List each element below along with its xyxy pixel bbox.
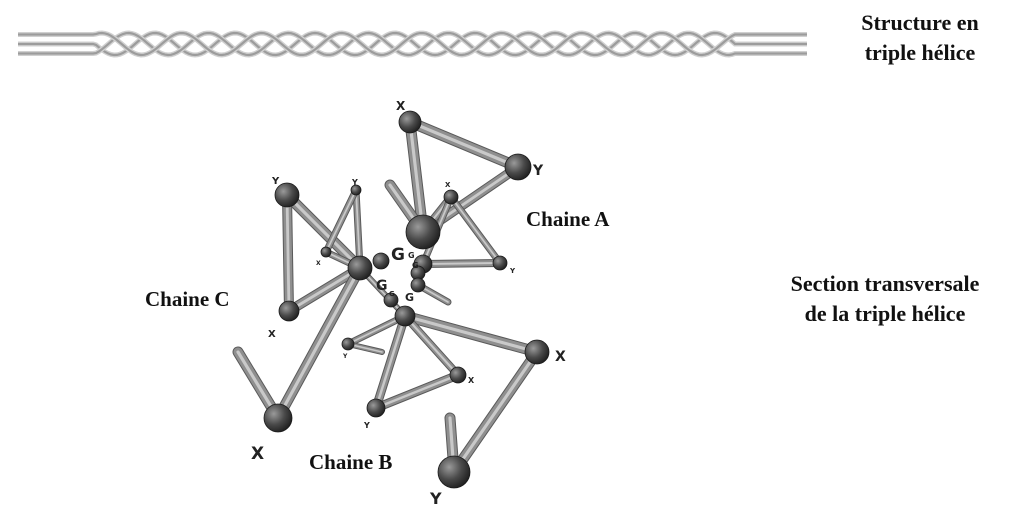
residue-y-label: Y <box>532 163 544 179</box>
residue-x-label: X <box>468 376 475 385</box>
helix-caption-line1: Structure en <box>861 10 979 35</box>
residue-x-label: X <box>268 329 276 340</box>
cross-section-bonds <box>232 116 543 478</box>
residue-y-label: Y <box>342 353 348 360</box>
residue-y-label: Y <box>351 178 358 187</box>
cross-section-atoms <box>263 110 550 489</box>
residue-x-label: X <box>316 260 321 267</box>
bond-rod <box>325 189 357 253</box>
atom-sphere <box>274 182 300 208</box>
atom-sphere <box>347 255 373 281</box>
atom-sphere <box>398 110 422 134</box>
bond-rod <box>421 261 502 266</box>
bond-rod <box>287 266 362 313</box>
bond-rod <box>347 315 406 345</box>
atom-sphere <box>383 292 399 308</box>
atom-sphere <box>366 398 386 418</box>
chain-c-label: Chaine C <box>145 287 230 311</box>
residue-g-label: G <box>376 278 388 294</box>
atom-sphere <box>278 300 300 322</box>
section-caption-line2: de la triple hélice <box>804 301 966 326</box>
atom-sphere <box>394 305 416 327</box>
bond-rod <box>408 120 425 234</box>
atom-sphere <box>437 455 471 489</box>
bond-rod <box>403 314 460 377</box>
bond-rod <box>452 350 539 474</box>
atom-sphere <box>372 252 390 270</box>
bond-rod <box>285 193 362 270</box>
bond-rod <box>450 196 501 264</box>
bond-rod <box>403 314 539 354</box>
atom-sphere <box>320 246 332 258</box>
bond-rod <box>374 373 460 410</box>
chain-a-label: Chaine A <box>526 207 610 231</box>
section-caption: Section transversale de la triple hélice <box>760 269 1010 329</box>
residue-x-label: X <box>445 181 451 189</box>
atom-sphere <box>449 366 467 384</box>
residue-y-label: Y <box>363 421 370 430</box>
residue-g-label: G <box>405 291 414 304</box>
chain-b-label: Chaine B <box>309 450 392 474</box>
atom-sphere <box>410 277 426 293</box>
residue-g-label: G <box>412 261 419 270</box>
residue-y-label: Y <box>271 176 280 187</box>
atom-sphere <box>405 214 441 250</box>
residue-x-label: X <box>251 444 264 464</box>
residue-y-label: Y <box>429 489 442 506</box>
atom-sphere <box>524 339 550 365</box>
bond-rod <box>276 266 362 420</box>
atom-sphere <box>350 184 362 196</box>
bond-rod <box>285 193 291 313</box>
bond-rod <box>374 314 407 410</box>
atom-sphere <box>492 255 508 271</box>
atom-sphere <box>263 403 293 433</box>
residue-g-label: G <box>389 290 395 298</box>
atom-sphere <box>443 189 459 205</box>
bond-rod <box>355 189 361 269</box>
residue-g-label: G <box>391 245 405 265</box>
helix-caption: Structure en triple hélice <box>830 8 1010 68</box>
helix-caption-line2: triple hélice <box>864 40 976 65</box>
residue-g-label: G <box>408 251 415 260</box>
residue-y-label: Y <box>509 267 516 275</box>
bond-rod <box>408 120 520 169</box>
residue-x-label: X <box>396 99 406 113</box>
triple-helix-strands <box>18 30 807 58</box>
helix-strand <box>18 31 807 57</box>
residue-x-label: X <box>555 349 566 365</box>
section-caption-line1: Section transversale <box>790 271 980 296</box>
atom-sphere <box>504 153 532 181</box>
helix-strand <box>18 31 807 57</box>
atom-sphere <box>341 337 355 351</box>
